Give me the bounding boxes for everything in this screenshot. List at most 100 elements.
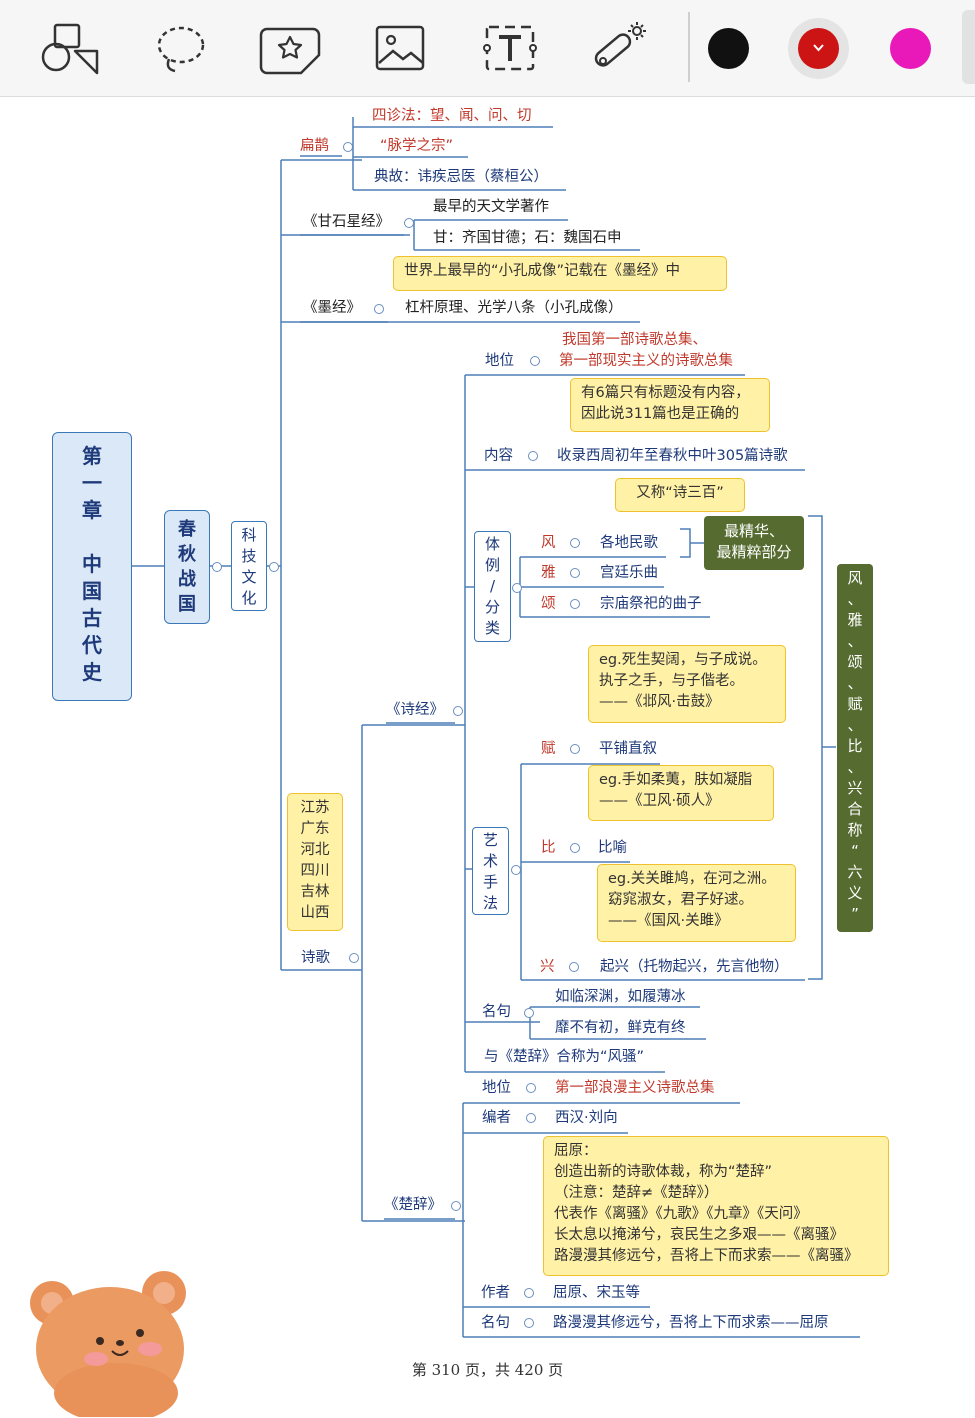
- mojing-label[interactable]: 《墨经》: [303, 300, 361, 316]
- fu-text[interactable]: 平铺直叙: [599, 741, 657, 757]
- collapse-dot[interactable]: [269, 562, 279, 572]
- six-yi-note[interactable]: 风 、 雅 、 颂 、 赋 、 比 、 兴 合 称 “ 六 义 ”: [837, 564, 873, 932]
- collapse-dot[interactable]: [524, 1288, 534, 1298]
- period-char: 国: [178, 594, 196, 615]
- content-note[interactable]: 有6篇只有标题没有内容， 因此说311篇也是正确的: [570, 378, 770, 432]
- collapse-dot[interactable]: [570, 744, 580, 754]
- shijing-status[interactable]: 第一部现实主义的诗歌总集: [559, 353, 733, 369]
- image-icon[interactable]: [365, 18, 435, 78]
- feng-label[interactable]: 风: [541, 535, 556, 551]
- bi-text[interactable]: 比喻: [598, 840, 627, 856]
- alias-note[interactable]: 又称“诗三百”: [615, 478, 745, 512]
- ganshi-label[interactable]: 《甘石星经》: [303, 214, 390, 230]
- color-magenta-swatch[interactable]: [890, 28, 931, 69]
- song-label[interactable]: 颂: [541, 596, 556, 612]
- chuci-editor-label[interactable]: 编者: [482, 1110, 511, 1126]
- collapse-dot[interactable]: [570, 843, 580, 853]
- color-black-swatch[interactable]: [708, 28, 749, 69]
- mojing-item[interactable]: 杠杆原理、光学八条（小孔成像）: [405, 300, 623, 316]
- collapse-dot[interactable]: [526, 1083, 536, 1093]
- bianque-item[interactable]: 典故：讳疾忌医（蔡桓公）: [374, 169, 548, 185]
- collapse-dot[interactable]: [404, 218, 414, 228]
- page-indicator: 第 310 页，共 420 页: [411, 1361, 564, 1379]
- text-icon[interactable]: [475, 18, 545, 78]
- lasso-icon[interactable]: [145, 18, 215, 78]
- bi-example-note[interactable]: eg.手如柔荑，肤如凝脂 ——《卫风·硕人》: [588, 765, 774, 821]
- collapse-dot[interactable]: [349, 953, 359, 963]
- chuci-status-label[interactable]: 地位: [482, 1080, 511, 1096]
- collapse-dot[interactable]: [212, 562, 222, 572]
- chuci-status[interactable]: 第一部浪漫主义诗歌总集: [555, 1080, 715, 1096]
- xing-text[interactable]: 起兴（托物起兴，先言他物）: [600, 959, 789, 975]
- collapse-dot[interactable]: [512, 583, 522, 593]
- fengsao-text[interactable]: 与《楚辞》合称为“风骚”: [484, 1049, 645, 1065]
- bianque-label[interactable]: 扁鹊: [300, 138, 329, 154]
- fu-example-note[interactable]: eg.死生契阔，与子成说。 执子之手，与子偕老。 ——《邶风·击鼓》: [588, 645, 786, 723]
- collapse-dot[interactable]: [524, 1008, 534, 1018]
- collapse-dot[interactable]: [451, 1201, 461, 1211]
- note-text: 创造出新的诗歌体裁，称为“楚辞”: [554, 1164, 773, 1180]
- collapse-dot[interactable]: [569, 962, 579, 972]
- shijing-label[interactable]: 《诗经》: [386, 702, 444, 718]
- topic-char: 化: [241, 589, 257, 607]
- bi-label[interactable]: 比: [541, 840, 556, 856]
- ganshi-item[interactable]: 甘：齐国甘德；石：魏国石申: [433, 230, 622, 246]
- ya-text[interactable]: 宫廷乐曲: [600, 565, 658, 581]
- chuci-quote[interactable]: 路漫漫其修远兮，吾将上下而求索——屈原: [553, 1315, 829, 1331]
- topic-char: 技: [241, 547, 257, 565]
- chuci-author-label[interactable]: 作者: [481, 1285, 510, 1301]
- poetry-label[interactable]: 诗歌: [301, 950, 330, 966]
- collapse-dot[interactable]: [530, 356, 540, 366]
- chuci-quote-label[interactable]: 名句: [481, 1315, 510, 1331]
- chapter-node[interactable]: 第 一 章 中 国 古 代 史: [52, 432, 132, 701]
- collapse-dot[interactable]: [526, 1113, 536, 1123]
- shijing-quote[interactable]: 靡不有初，鲜克有终: [555, 1020, 686, 1036]
- collapse-dot[interactable]: [343, 142, 353, 152]
- note-text: 因此说311篇也是正确的: [581, 406, 740, 422]
- art-technique-node[interactable]: 艺 术 手 法: [472, 827, 509, 915]
- chuci-editor[interactable]: 西汉·刘向: [555, 1110, 618, 1126]
- collapse-dot[interactable]: [374, 304, 384, 314]
- collapse-dot[interactable]: [570, 568, 580, 578]
- chuci-label[interactable]: 《楚辞》: [384, 1197, 442, 1213]
- laser-pointer-icon[interactable]: [585, 18, 655, 78]
- best-part-note[interactable]: 最精华、 最精粹部分: [704, 516, 804, 570]
- period-node[interactable]: 春 秋 战 国: [164, 510, 210, 624]
- shijing-quotes-label[interactable]: 名句: [482, 1004, 511, 1020]
- collapse-dot[interactable]: [453, 706, 463, 716]
- xing-example-note[interactable]: eg.关关雎鸠，在河之洲。 窈窕淑女，君子好逑。 ——《国风·关雎》: [597, 864, 796, 942]
- collapse-dot[interactable]: [528, 451, 538, 461]
- fu-label[interactable]: 赋: [541, 741, 556, 757]
- quyuan-note[interactable]: 屈原： 创造出新的诗歌体裁，称为“楚辞” （注意：楚辞≠《楚辞》） 代表作《离骚…: [543, 1136, 889, 1276]
- ganshi-item[interactable]: 最早的天文学著作: [433, 199, 549, 215]
- color-red-swatch[interactable]: [798, 28, 839, 69]
- sticker-icon[interactable]: [255, 18, 325, 78]
- drawing-toolbar: [0, 0, 975, 97]
- toolbar-scroll-handle[interactable]: [962, 10, 975, 84]
- chapter-char: 中: [82, 552, 102, 576]
- shijing-content-label[interactable]: 内容: [484, 448, 513, 464]
- six-yi-char: 、: [847, 590, 863, 608]
- mojing-note[interactable]: 世界上最早的“小孔成像”记载在《墨经》中: [393, 256, 727, 291]
- feng-text[interactable]: 各地民歌: [600, 535, 658, 551]
- shapes-icon[interactable]: [35, 18, 105, 78]
- chuci-author[interactable]: 屈原、宋玉等: [553, 1285, 640, 1301]
- song-text[interactable]: 宗庙祭祀的曲子: [600, 596, 702, 612]
- poetry-province-note[interactable]: 江苏 广东 河北 四川 吉林 山西: [287, 793, 343, 931]
- collapse-dot[interactable]: [570, 599, 580, 609]
- collapse-dot[interactable]: [511, 865, 521, 875]
- selected-color-ring[interactable]: [788, 18, 849, 79]
- bear-sticker-icon[interactable]: [24, 1265, 196, 1417]
- bianque-item[interactable]: “脉学之宗”: [380, 138, 454, 154]
- ya-label[interactable]: 雅: [541, 565, 556, 581]
- topic-node[interactable]: 科 技 文 化: [231, 521, 267, 611]
- style-category-node[interactable]: 体 例 / 分 类: [474, 531, 511, 642]
- collapse-dot[interactable]: [524, 1318, 534, 1328]
- shijing-status[interactable]: 我国第一部诗歌总集、: [562, 332, 707, 348]
- bianque-item[interactable]: 四诊法：望、闻、问、切: [372, 108, 532, 124]
- shijing-content[interactable]: 收录西周初年至春秋中叶305篇诗歌: [557, 448, 788, 464]
- xing-label[interactable]: 兴: [540, 959, 555, 975]
- shijing-quote[interactable]: 如临深渊，如履薄冰: [555, 989, 686, 1005]
- collapse-dot[interactable]: [570, 538, 580, 548]
- shijing-status-label[interactable]: 地位: [485, 353, 514, 369]
